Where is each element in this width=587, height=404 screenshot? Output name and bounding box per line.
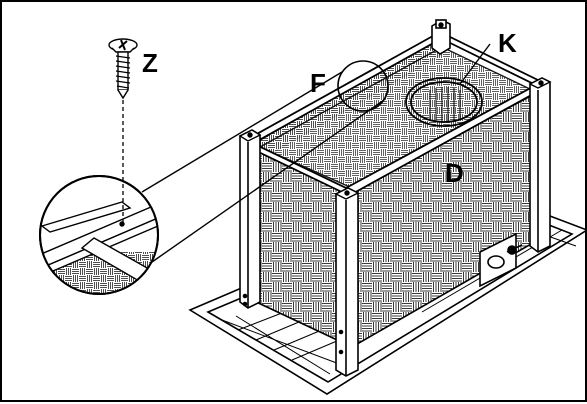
detail-magnifier [39, 175, 159, 295]
top-opening-ring [405, 77, 483, 127]
detail-circle-f [337, 60, 389, 112]
callout-lines [141, 43, 491, 263]
screw-icon [108, 38, 138, 100]
label-z: Z [142, 48, 158, 78]
post-caps [238, 22, 552, 200]
label-k: K [498, 28, 517, 58]
label-d: D [445, 158, 464, 188]
label-f: F [310, 68, 326, 98]
corner-bracket [479, 232, 523, 288]
